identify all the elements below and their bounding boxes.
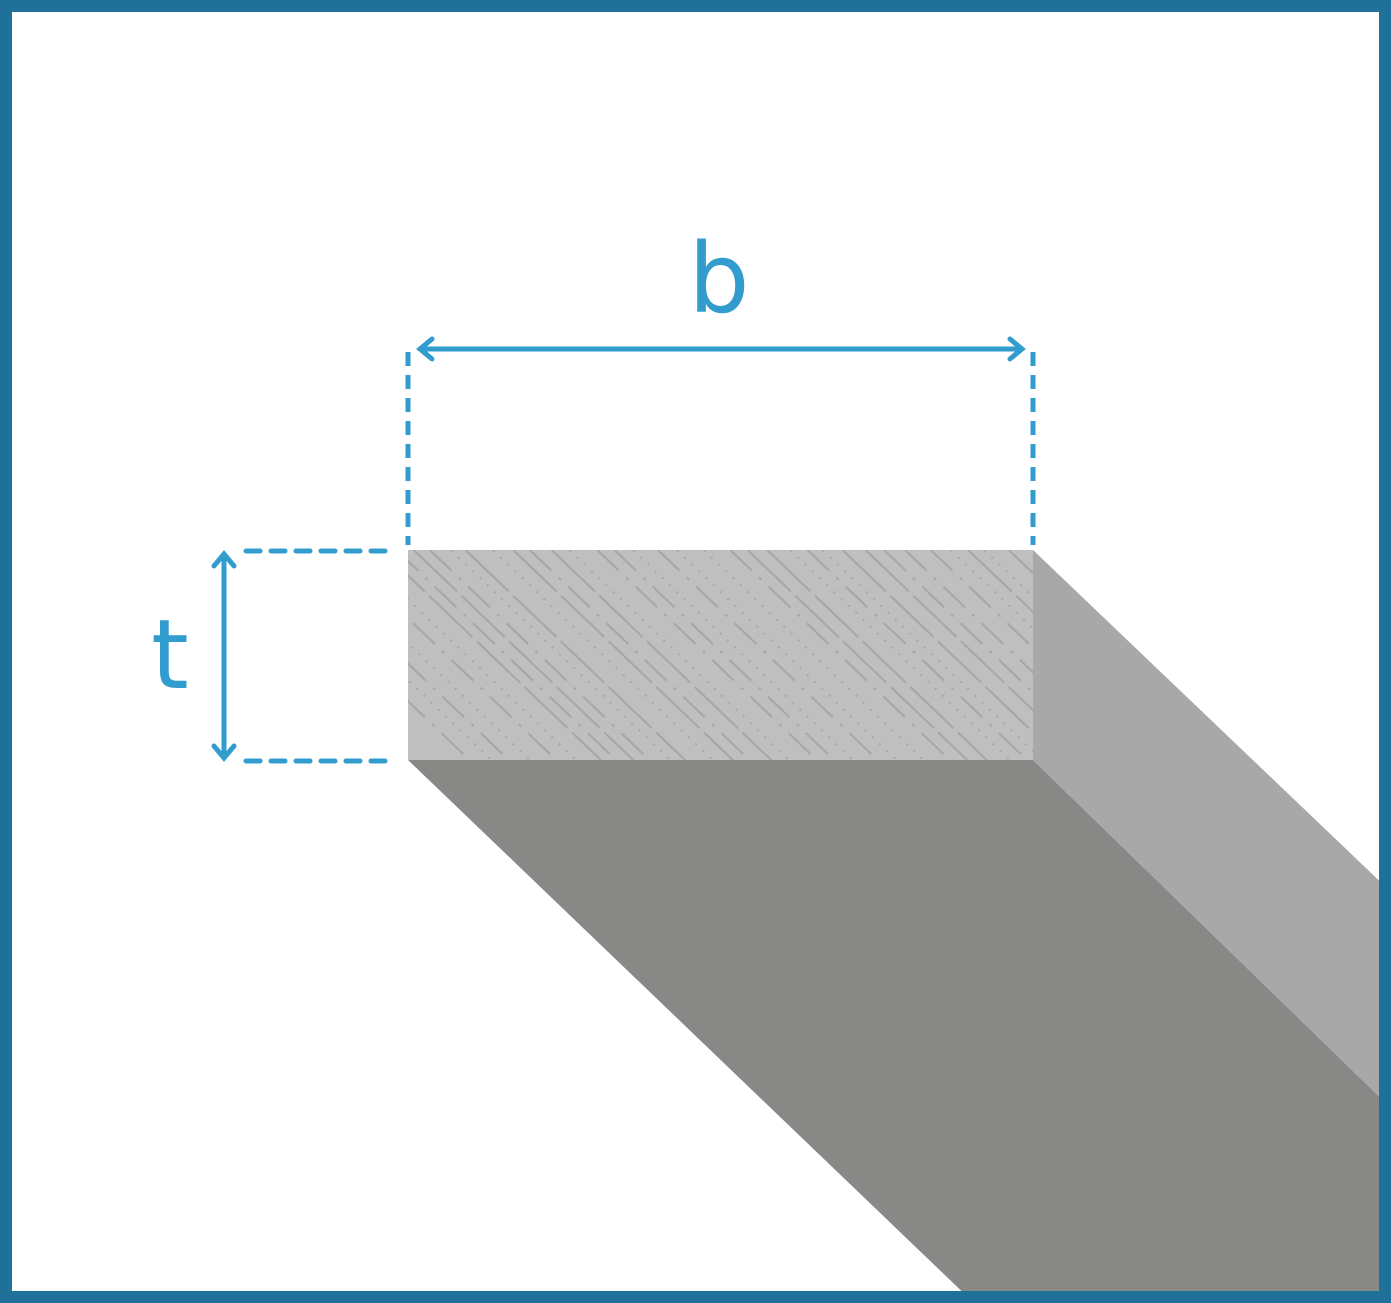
hatch-line xyxy=(408,699,471,760)
width-label: b xyxy=(689,223,750,335)
hatch-line xyxy=(766,550,989,760)
hatch-line xyxy=(613,550,836,760)
hatch-line xyxy=(883,550,1033,694)
hatch-line xyxy=(408,559,618,760)
hatch-line xyxy=(596,550,819,760)
hatch-line xyxy=(464,550,687,760)
hatch-line xyxy=(930,550,1033,650)
hatch-line xyxy=(841,550,1033,734)
hatch-line xyxy=(657,550,880,760)
hatch-line xyxy=(550,550,773,760)
bar-bottom-face xyxy=(408,760,1379,1291)
hatch-line xyxy=(408,662,511,760)
hatch-line xyxy=(413,550,635,760)
hatch-line xyxy=(429,550,651,760)
bar-cross-section xyxy=(408,550,1033,760)
hatch-line xyxy=(408,616,558,760)
cross-section-hatching xyxy=(408,550,1033,760)
hatch-line xyxy=(529,550,751,760)
hatch-line xyxy=(746,550,969,760)
hatch-line xyxy=(967,550,1033,614)
thickness-dimension xyxy=(211,548,391,764)
bar-side-face xyxy=(1033,550,1379,1097)
hatch-line xyxy=(408,574,603,760)
hatch-line xyxy=(806,550,1029,760)
hatch-line xyxy=(512,550,735,760)
hatch-line xyxy=(729,550,952,760)
width-dimension xyxy=(405,336,1036,545)
thickness-label: t xyxy=(151,599,189,711)
hatch-line xyxy=(904,550,1033,674)
hatch-line xyxy=(864,550,1033,712)
